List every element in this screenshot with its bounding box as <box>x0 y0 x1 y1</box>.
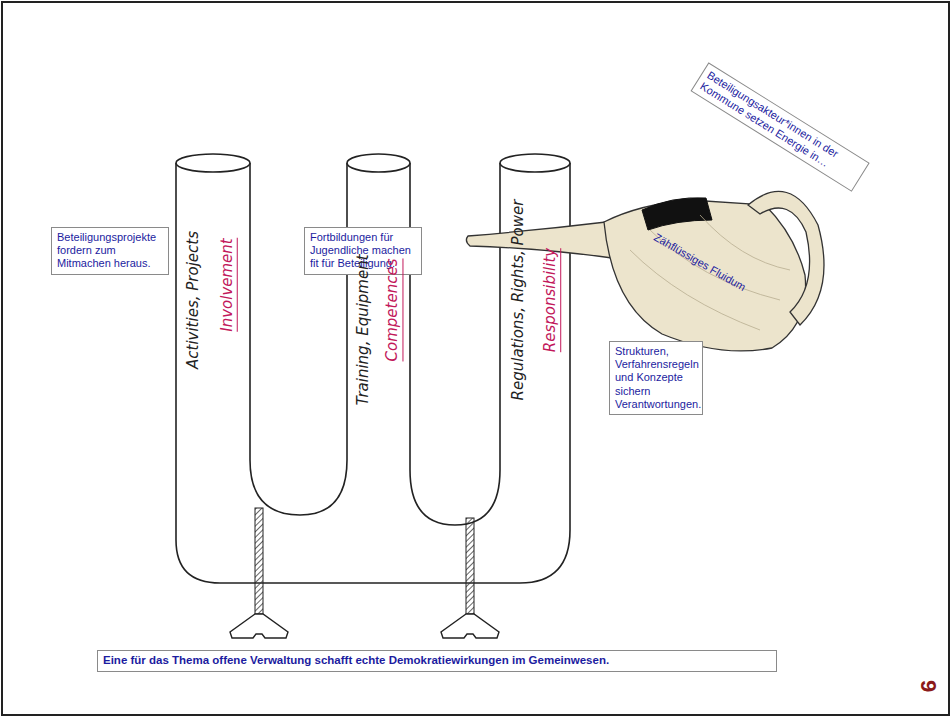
note-box: Strukturen, Verfahrensregeln und Konzept… <box>609 341 703 415</box>
note-text: Beteiligungsakteur*innen in der Kommune … <box>698 69 863 186</box>
tube-label: Training, Equipment <box>354 254 372 405</box>
page-number: 9 <box>915 680 941 692</box>
caption-box: Eine für das Thema offene Verwaltung sch… <box>97 650 777 672</box>
tube-label: Activities, Projects <box>184 231 202 369</box>
tube-opening <box>347 154 410 172</box>
tube-label-red: Competences <box>383 259 403 362</box>
note-box: Beteiligungsprojekte fordern zum Mitmach… <box>51 227 169 275</box>
valve-stand <box>230 508 288 638</box>
tube-opening <box>176 154 250 172</box>
tube-label: Regulations, Rights, Power <box>509 200 527 401</box>
note-text: Strukturen, Verfahrensregeln und Konzept… <box>615 345 697 411</box>
tube-opening <box>500 154 570 172</box>
note-text: Beteiligungsprojekte fordern zum Mitmach… <box>57 231 163 271</box>
tube-label-red: Responsibility <box>541 248 561 352</box>
valve-stand <box>441 518 499 638</box>
tube-label-red: Involvement <box>218 238 238 332</box>
tube-outline <box>176 163 570 583</box>
rotated-note-box: Beteiligungsakteur*innen in der Kommune … <box>690 62 869 192</box>
note-text: Eine für das Thema offene Verwaltung sch… <box>103 654 771 668</box>
